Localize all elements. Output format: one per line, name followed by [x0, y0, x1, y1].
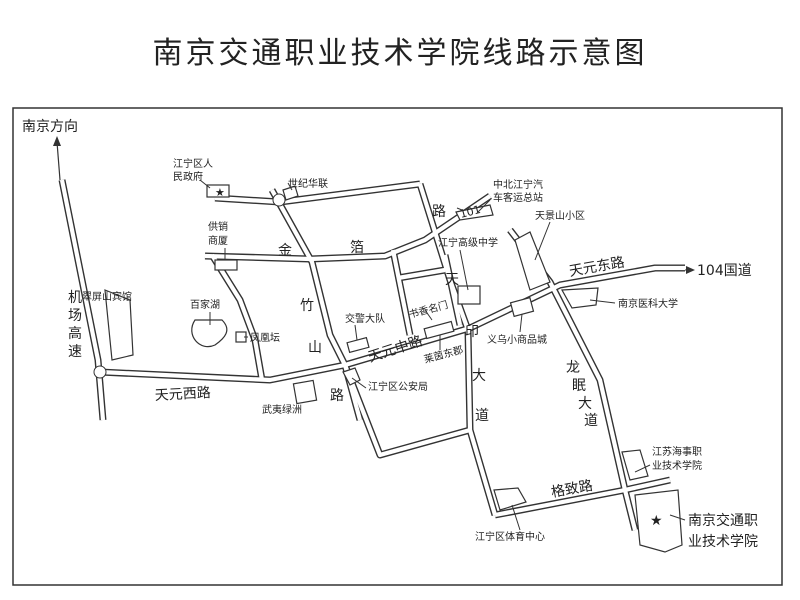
svg-text:箔: 箔: [350, 240, 364, 256]
svg-text:路: 路: [330, 388, 344, 404]
place-label-maritime: 业技术学院: [652, 459, 702, 472]
place-label-gongxiao: 供销: [208, 220, 228, 233]
svg-text:道: 道: [475, 408, 489, 424]
star-icon: ★: [215, 186, 225, 199]
road-label-tianyin: 天 印 大 道: [445, 272, 489, 424]
svg-text:路: 路: [432, 204, 446, 220]
svg-text:龙: 龙: [566, 360, 580, 376]
svg-text:机: 机: [68, 290, 82, 306]
road-label-airport: 机 场 高 速: [68, 290, 82, 360]
road-label-jinbo: 金 箔 路: [278, 204, 446, 259]
place-label-gongxiao: 商厦: [208, 234, 228, 247]
place-label-gov: 江宁区人: [173, 157, 213, 170]
place-label-sports: 江宁区体育中心: [475, 530, 545, 543]
road-label-longmian: 龙 眠 大 道: [566, 360, 598, 429]
map-frame: [12, 107, 783, 586]
svg-text:金: 金: [278, 243, 292, 259]
place-label-gaoji: 江宁高级中学: [438, 236, 498, 249]
svg-text:大: 大: [578, 396, 592, 412]
place-label-zhongbei: 中北江宁汽: [493, 178, 543, 191]
svg-text:竹: 竹: [300, 298, 314, 314]
place-label-fenghuangtan: 凤凰坛: [250, 332, 280, 344]
place-label-shiji: 世纪华联: [288, 177, 328, 190]
road-label-gezhi: 格致路: [550, 478, 594, 501]
arrow-right-icon: [685, 266, 695, 274]
place-label-gov: 民政府: [173, 170, 203, 183]
place-label-wuyilvzhou: 武夷绿洲: [262, 403, 302, 416]
svg-text:速: 速: [68, 344, 82, 360]
map-title: 南京交通职业技术学院线路示意图: [152, 36, 648, 71]
place-label-zhongbei: 车客运总站: [493, 191, 543, 204]
roundabout: [272, 193, 286, 207]
roundabout: [93, 365, 107, 379]
place-label-laiyin: 莱茵东郡: [422, 343, 464, 366]
road-label-tianyuan-west: 天元西路: [154, 385, 211, 404]
svg-text:场: 场: [68, 308, 82, 324]
road-label-tianyuan-mid: 天元中路: [366, 333, 424, 366]
svg-text:山: 山: [308, 340, 322, 356]
place-label-shuxiang: 书香名门: [407, 298, 449, 321]
road-label-104: 104国道: [697, 263, 752, 279]
place-label-baijiahu: 百家湖: [190, 298, 220, 311]
direction-label: 南京方向: [22, 119, 78, 135]
svg-text:天: 天: [445, 272, 459, 288]
road-label-zhushan: 竹 山 路: [300, 298, 344, 404]
svg-text:道: 道: [584, 413, 598, 429]
svg-text:印: 印: [465, 324, 479, 340]
north-arrow-icon: [53, 136, 61, 181]
place-label-medical: 南京医科大学: [618, 297, 678, 310]
leader-lines: [199, 179, 686, 531]
svg-text:高: 高: [68, 325, 82, 342]
place-label-maritime: 江苏海事职: [652, 445, 702, 458]
svg-text:眠: 眠: [572, 378, 586, 394]
place-label-yiwu: 义乌小商品城: [487, 333, 547, 346]
place-label-jiaojing: 交警大队: [345, 312, 385, 325]
place-label-cuipingshan: 翠屏山宾馆: [82, 290, 132, 303]
place-label-college: 南京交通职: [688, 512, 758, 529]
buildings: [104, 184, 683, 553]
bus-route-label: 101: [458, 203, 482, 221]
place-label-college: 业技术学院: [688, 534, 758, 550]
place-label-police: 江宁区公安局: [368, 380, 428, 393]
star-icon: ★: [650, 513, 663, 529]
place-label-tianjingshan: 天景山小区: [535, 210, 585, 222]
svg-text:大: 大: [472, 368, 486, 384]
